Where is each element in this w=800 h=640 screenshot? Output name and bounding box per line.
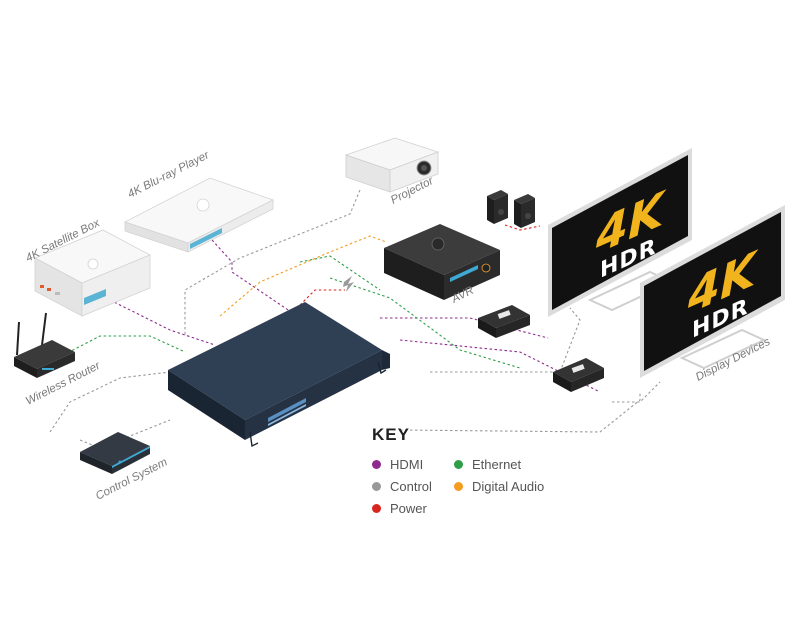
cables bbox=[49, 189, 661, 449]
projector bbox=[344, 137, 440, 193]
cable-ethernet-display bbox=[329, 277, 521, 369]
legend-dot-power bbox=[372, 504, 381, 514]
matrix-switcher bbox=[168, 302, 390, 448]
legend-item-power: Power bbox=[372, 501, 427, 516]
cable-control-extender2 bbox=[399, 392, 641, 433]
legend-item-ethernet: Ethernet bbox=[454, 457, 521, 472]
legend: KEY HDMI Ethernet Control Digital Audio … bbox=[372, 425, 592, 520]
cable-hdmi-bluray bbox=[211, 239, 301, 319]
legend-label-power: Power bbox=[390, 501, 427, 516]
avr bbox=[384, 224, 500, 300]
cable-control-tv2 bbox=[612, 381, 661, 403]
legend-dot-audio bbox=[454, 482, 463, 492]
cable-ethernet-router bbox=[49, 335, 186, 363]
cable-hdmi-satellite bbox=[109, 299, 216, 346]
control-system bbox=[80, 432, 150, 474]
receiver-1 bbox=[478, 305, 530, 338]
legend-dot-hdmi bbox=[372, 460, 381, 470]
satellite-box bbox=[34, 229, 151, 317]
cable-audio-avr bbox=[219, 235, 387, 317]
speakers bbox=[487, 190, 535, 228]
cable-power-speakers bbox=[504, 224, 541, 231]
legend-item-control: Control bbox=[372, 479, 432, 494]
label-displays: Display Devices bbox=[694, 336, 773, 384]
legend-dot-control bbox=[372, 482, 381, 492]
power-lightning-icon bbox=[343, 276, 354, 292]
legend-item-audio: Digital Audio bbox=[454, 479, 544, 494]
display-1: 4K HDR bbox=[548, 148, 692, 317]
legend-item-hdmi: HDMI bbox=[372, 457, 423, 472]
matrix-button-row bbox=[268, 398, 306, 426]
cable-hdmi-display1 bbox=[380, 317, 549, 339]
wireless-router bbox=[14, 312, 75, 378]
legend-dot-ethernet bbox=[454, 460, 463, 470]
cable-control-system bbox=[49, 371, 171, 433]
legend-title: KEY bbox=[372, 425, 410, 444]
avr-volume-knob-icon bbox=[431, 237, 445, 251]
legend-label-control: Control bbox=[390, 479, 432, 494]
legend-label-hdmi: HDMI bbox=[390, 457, 424, 472]
cable-ethernet-avr bbox=[299, 255, 381, 291]
legend-label-audio: Digital Audio bbox=[472, 479, 545, 494]
display-2: 4K HDR bbox=[640, 205, 785, 378]
cable-control-extender1 bbox=[430, 307, 581, 373]
legend-label-ethernet: Ethernet bbox=[472, 457, 522, 472]
receiver-2 bbox=[553, 358, 604, 392]
bluray-player bbox=[123, 177, 275, 253]
cable-power bbox=[299, 289, 345, 306]
cable-control-projector bbox=[184, 189, 361, 335]
